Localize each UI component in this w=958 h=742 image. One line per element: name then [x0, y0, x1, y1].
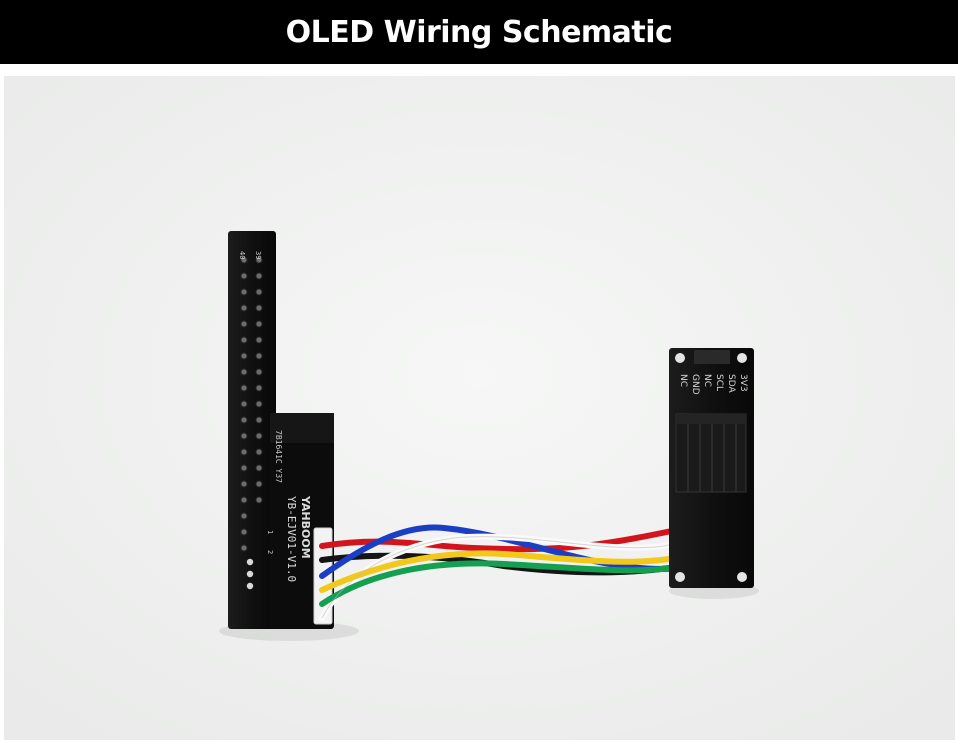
mount-hole — [675, 572, 685, 582]
pin-label-2: 2 — [266, 550, 274, 554]
pin-label-39: 39 — [254, 251, 262, 259]
dupont-connectors — [675, 413, 747, 493]
mount-hole — [737, 353, 747, 363]
pin-label-40: 40 — [238, 251, 246, 259]
page-title: OLED Wiring Schematic — [285, 14, 673, 50]
gpio-header-strip — [228, 231, 276, 629]
oled-pin-label: SCL — [714, 374, 724, 391]
oled-pin-label: GND — [690, 374, 700, 395]
wiring-illustration: 40 39 1 2 7B1641C Y37 YAHBOOM YB-EJV01-V… — [4, 76, 955, 740]
oled-module: NC GND NC SCL SDA 3V3 — [669, 348, 754, 588]
gpio-pin-silver — [246, 558, 254, 590]
board-brand: YAHBOOM — [299, 495, 312, 559]
pin-label-1: 1 — [266, 530, 274, 534]
oled-pin-label: NC — [702, 374, 712, 387]
oled-ribbon — [694, 350, 730, 364]
oled-pin-label: SDA — [726, 374, 736, 393]
oled-pin-label: NC — [678, 374, 688, 387]
gpio-pin-holes — [240, 256, 263, 552]
wiring-photo: 40 39 1 2 7B1641C Y37 YAHBOOM YB-EJV01-V… — [4, 76, 955, 740]
photo-background — [4, 76, 955, 740]
board-model: YB-EJV01-V1.0 — [285, 496, 298, 582]
mount-hole — [737, 572, 747, 582]
mount-hole — [675, 353, 685, 363]
oled-pin-label: 3V3 — [738, 374, 748, 392]
board-code: 7B1641C Y37 — [274, 430, 283, 483]
adapter-board: 40 39 1 2 7B1641C Y37 YAHBOOM YB-EJV01-V… — [228, 231, 334, 629]
title-bar: OLED Wiring Schematic — [0, 0, 958, 64]
